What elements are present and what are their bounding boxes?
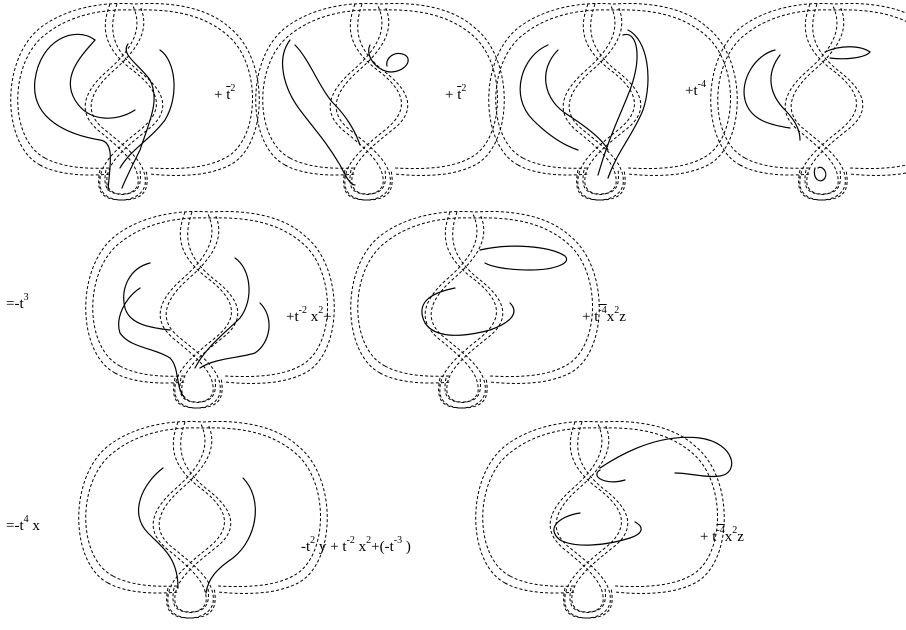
term-r2-lead: =-t3 [6, 295, 29, 312]
diagram-r3-b [476, 421, 732, 618]
term-r2-lead-exp: 3 [24, 292, 29, 303]
term-r3-lead-exp: 4 [24, 514, 29, 525]
term-r1-c: + t2 [445, 86, 466, 103]
diagram-r1-c [489, 3, 738, 200]
term-r1-b-sign: + [214, 87, 226, 103]
term-r3-mid-e4: -3 [394, 535, 402, 546]
term-r2-tail-p1: + t [582, 309, 598, 325]
term-r3-tail-e1: -4 [716, 525, 724, 536]
term-r2-mid-p3: + [323, 309, 331, 325]
term-r1-c-exp: 2 [461, 83, 466, 94]
diagram-r1-b [256, 3, 505, 200]
term-r2-lead-prefix: =- [6, 296, 19, 312]
term-r3-lead-suffix: x [32, 518, 40, 534]
diagram-r2-b [351, 211, 600, 408]
term-r3-tail: + t-4x2z [700, 528, 744, 545]
term-r2-lead-base: t [19, 296, 23, 312]
term-r3-tail-p1: + t [700, 529, 716, 545]
term-r1-c-sign: + [445, 87, 457, 103]
term-r3-mid: -t2 y + t-2 x2+(-t-3 ) [301, 538, 411, 555]
term-r3-lead: =-t4 x [6, 517, 40, 534]
term-r1-d: +t-4 [685, 82, 706, 99]
term-r2-tail: + t-4x2z [582, 308, 626, 325]
term-r3-mid-e2: -2 [347, 535, 355, 546]
term-r1-b-exp: 2 [230, 83, 235, 94]
term-r3-mid-p4: +(-t [371, 539, 394, 555]
term-r2-tail-e1: -4 [598, 305, 606, 316]
term-r3-lead-prefix: =- [6, 518, 19, 534]
term-r3-tail-e2: 2 [732, 525, 737, 536]
term-r2-mid-e2: 2 [318, 305, 323, 316]
diagram-r1-d [711, 3, 906, 200]
term-r3-mid-p1: -t [301, 539, 310, 555]
term-r3-mid-p5: ) [402, 539, 411, 555]
term-r3-lead-base: t [19, 518, 23, 534]
term-r2-mid: +t-2 x2+ [286, 308, 332, 325]
term-r3-tail-p3: z [737, 529, 744, 545]
term-r3-mid-p3: x [355, 539, 366, 555]
term-r2-mid-p2: x [307, 309, 318, 325]
term-r2-tail-e2: 2 [614, 305, 619, 316]
term-r2-tail-p3: z [619, 309, 626, 325]
term-r2-mid-p1: +t [286, 309, 299, 325]
term-r3-mid-p2: y + t [315, 539, 346, 555]
term-r1-b: + t2 [214, 86, 235, 103]
diagram-r3-a [79, 421, 328, 618]
term-r3-mid-e3: 2 [366, 535, 371, 546]
term-r3-mid-e1: 2 [310, 535, 315, 546]
term-r1-d-exp: -4 [698, 79, 706, 90]
term-r2-mid-e1: -2 [299, 305, 307, 316]
term-r1-d-base: t [693, 83, 697, 99]
